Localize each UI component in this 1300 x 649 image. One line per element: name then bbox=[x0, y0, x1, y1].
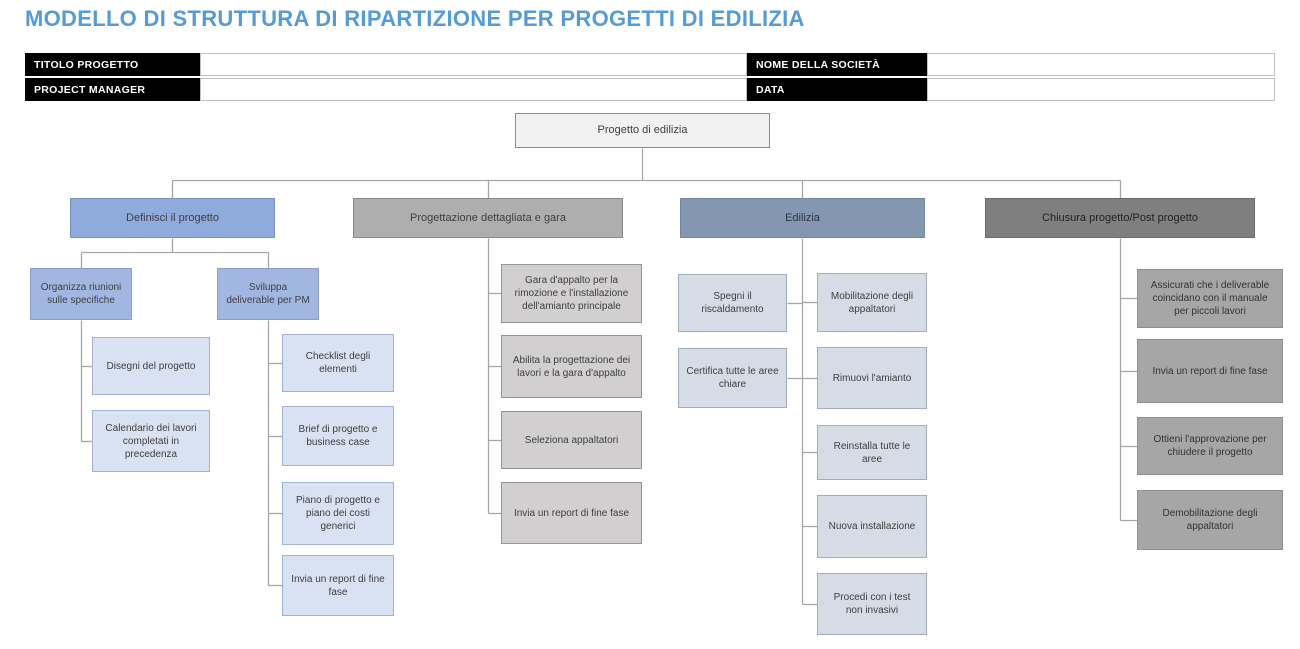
titolo-progetto-field[interactable] bbox=[200, 53, 747, 76]
project-info-row-2: PROJECT MANAGER DATA bbox=[25, 78, 1275, 101]
node-b2c4: Invia un report di fine fase bbox=[501, 482, 642, 544]
node-root: Progetto di edilizia bbox=[515, 113, 770, 148]
node-b1b4: Invia un report di fine fase bbox=[282, 555, 394, 616]
project-info-row-1: TITOLO PROGETTO NOME DELLA SOCIETÀ bbox=[25, 53, 1275, 76]
page-title: MODELLO DI STRUTTURA DI RIPARTIZIONE PER… bbox=[25, 6, 805, 31]
node-b1a2: Calendario dei lavori completati in prec… bbox=[92, 410, 210, 472]
node-b2c1: Gara d'appalto per la rimozione e l'inst… bbox=[501, 264, 642, 323]
node-b4c2: Invia un report di fine fase bbox=[1137, 339, 1283, 403]
node-b3r5: Procedi con i test non invasivi bbox=[817, 573, 927, 635]
node-b1b1: Checklist degli elementi bbox=[282, 334, 394, 392]
node-b1a1: Disegni del progetto bbox=[92, 337, 210, 395]
project-manager-field[interactable] bbox=[200, 78, 747, 101]
node-b3l2: Certifica tutte le aree chiare bbox=[678, 348, 787, 408]
node-b3r4: Nuova installazione bbox=[817, 495, 927, 558]
data-field[interactable] bbox=[927, 78, 1275, 101]
node-b1a: Organizza riunioni sulle specifiche bbox=[30, 268, 132, 320]
node-b4c1: Assicurati che i deliverable coincidano … bbox=[1137, 269, 1283, 328]
node-b1b3: Piano di progetto e piano dei costi gene… bbox=[282, 482, 394, 545]
data-label: DATA bbox=[747, 78, 927, 101]
node-b3: Edilizia bbox=[680, 198, 925, 238]
nome-societa-label: NOME DELLA SOCIETÀ bbox=[747, 53, 927, 76]
nome-societa-field[interactable] bbox=[927, 53, 1275, 76]
project-manager-label: PROJECT MANAGER bbox=[25, 78, 200, 101]
node-b3r1: Mobilitazione degli appaltatori bbox=[817, 273, 927, 332]
node-b3r2: Rimuovi l'amianto bbox=[817, 347, 927, 409]
node-b3r3: Reinstalla tutte le aree bbox=[817, 425, 927, 480]
node-b3l1: Spegni il riscaldamento bbox=[678, 274, 787, 332]
node-b2c3: Seleziona appaltatori bbox=[501, 411, 642, 469]
node-b1b2: Brief di progetto e business case bbox=[282, 406, 394, 466]
node-b1b: Sviluppa deliverable per PM bbox=[217, 268, 319, 320]
node-b4c4: Demobilitazione degli appaltatori bbox=[1137, 490, 1283, 550]
node-b2: Progettazione dettagliata e gara bbox=[353, 198, 623, 238]
project-info-table: TITOLO PROGETTO NOME DELLA SOCIETÀ PROJE… bbox=[25, 53, 1275, 103]
node-b2c2: Abilita la progettazione dei lavori e la… bbox=[501, 335, 642, 398]
node-b1: Definisci il progetto bbox=[70, 198, 275, 238]
node-b4: Chiusura progetto/Post progetto bbox=[985, 198, 1255, 238]
titolo-progetto-label: TITOLO PROGETTO bbox=[25, 53, 200, 76]
node-b4c3: Ottieni l'approvazione per chiudere il p… bbox=[1137, 417, 1283, 475]
